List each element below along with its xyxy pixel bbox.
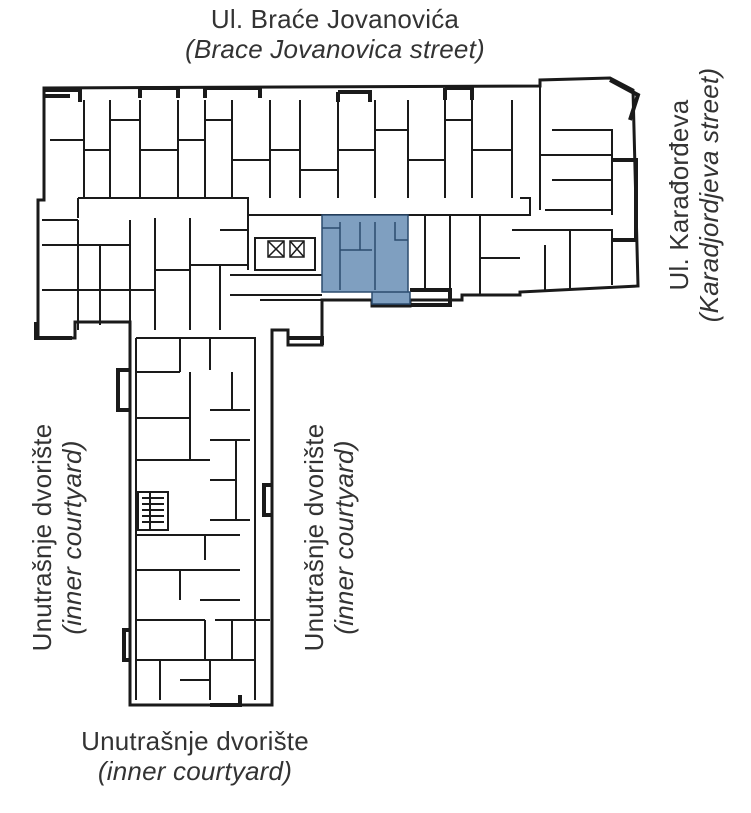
stairs-icon: [137, 491, 169, 531]
balcony-top-2: [138, 86, 180, 98]
courtyard-wing-rooms: [135, 337, 270, 700]
balcony-courtyard-west: [116, 368, 130, 412]
top-street-label: Ul. Braće Jovanovića (Brace Jovanovica s…: [175, 4, 495, 65]
exterior-accents: [34, 78, 641, 707]
elevator-2-cross-icon: [289, 240, 305, 258]
top-rooms: [50, 86, 541, 210]
balcony-sw: [34, 322, 72, 340]
top-street-name: Ul. Braće Jovanovića: [210, 4, 460, 34]
balcony-east-south: [410, 288, 452, 307]
bottom-courtyard-name-en: (inner courtyard): [97, 755, 293, 786]
balcony-courtyard-west-2: [122, 628, 130, 662]
bottom-courtyard-name: Unutrašnje dvorište: [81, 726, 309, 756]
balcony-east: [612, 158, 638, 242]
bottom-courtyard-label: Unutrašnje dvorište (inner courtyard): [60, 726, 330, 787]
main-corridor: [77, 197, 531, 270]
top-street-name-en: (Brace Jovanovica street): [185, 33, 485, 64]
balcony-top-5: [443, 86, 474, 100]
balcony-courtyard-south: [210, 695, 242, 707]
balcony-top-left: [44, 88, 82, 102]
balcony-courtyard-east: [262, 483, 272, 517]
balcony-top-3: [203, 86, 262, 98]
elevator-1-icon: [267, 240, 285, 258]
elevator-icons: [267, 240, 305, 258]
balcony-corner: [609, 78, 641, 121]
selected-apartment[interactable]: [321, 214, 411, 305]
east-rooms: [424, 129, 613, 295]
balcony-core-south: [288, 336, 324, 345]
west-rooms: [42, 218, 248, 330]
balcony-top-4: [336, 90, 372, 102]
elevator-2-icon: [289, 240, 305, 258]
selected-apartment-walls: [322, 222, 408, 290]
floor-plan-walls: [36, 76, 640, 707]
core-outline: [230, 237, 322, 301]
elevator-1-cross-icon: [267, 240, 285, 258]
